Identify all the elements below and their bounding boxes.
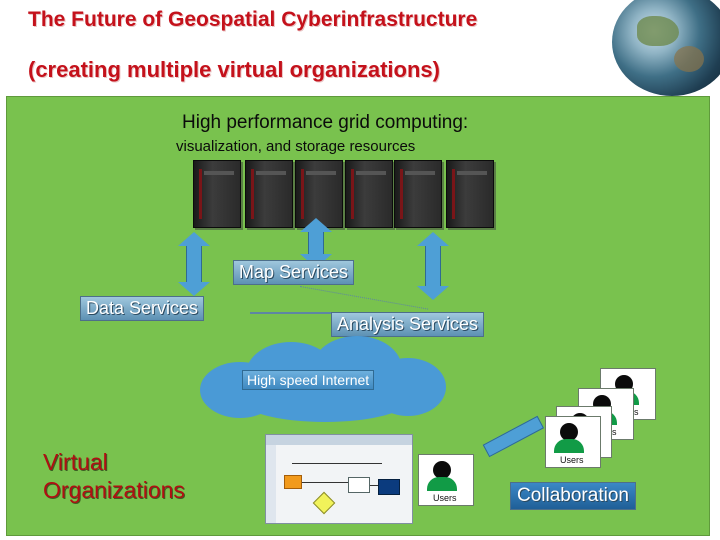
users-label: Users xyxy=(433,493,457,503)
users-label: Users xyxy=(560,455,584,465)
globe-icon xyxy=(612,0,720,96)
server-icon xyxy=(394,160,442,228)
double-arrow-icon xyxy=(178,232,210,296)
server-icon xyxy=(345,160,393,228)
workflow-screenshot xyxy=(265,434,413,524)
collaboration-label: Collaboration xyxy=(510,482,636,510)
vo-line-2: Organizations xyxy=(43,477,185,503)
map-services-label: Map Services xyxy=(233,260,355,285)
analysis-services-label: Analysis Services xyxy=(331,312,485,337)
connector-line xyxy=(250,312,340,314)
server-icon xyxy=(295,160,343,228)
vo-line-1: Virtual xyxy=(43,449,108,475)
virtual-organizations-label: Virtual Organizations xyxy=(43,448,185,504)
title-line-2: (creating multiple virtual organizations… xyxy=(28,57,440,82)
double-arrow-icon xyxy=(300,218,332,268)
server-icon xyxy=(446,160,494,228)
server-icon xyxy=(245,160,293,228)
double-arrow-icon xyxy=(417,232,449,300)
internet-label: High speed Internet xyxy=(242,370,375,390)
data-services-label: Data Services xyxy=(80,296,205,321)
server-icon xyxy=(193,160,241,228)
user-icon: Users xyxy=(545,416,601,468)
grid-heading: High performance grid computing: xyxy=(182,112,469,133)
title-line-1: The Future of Geospatial Cyberinfrastruc… xyxy=(28,8,478,31)
user-icon: Users xyxy=(418,454,474,506)
grid-subheading: visualization, and storage resources xyxy=(176,138,416,155)
